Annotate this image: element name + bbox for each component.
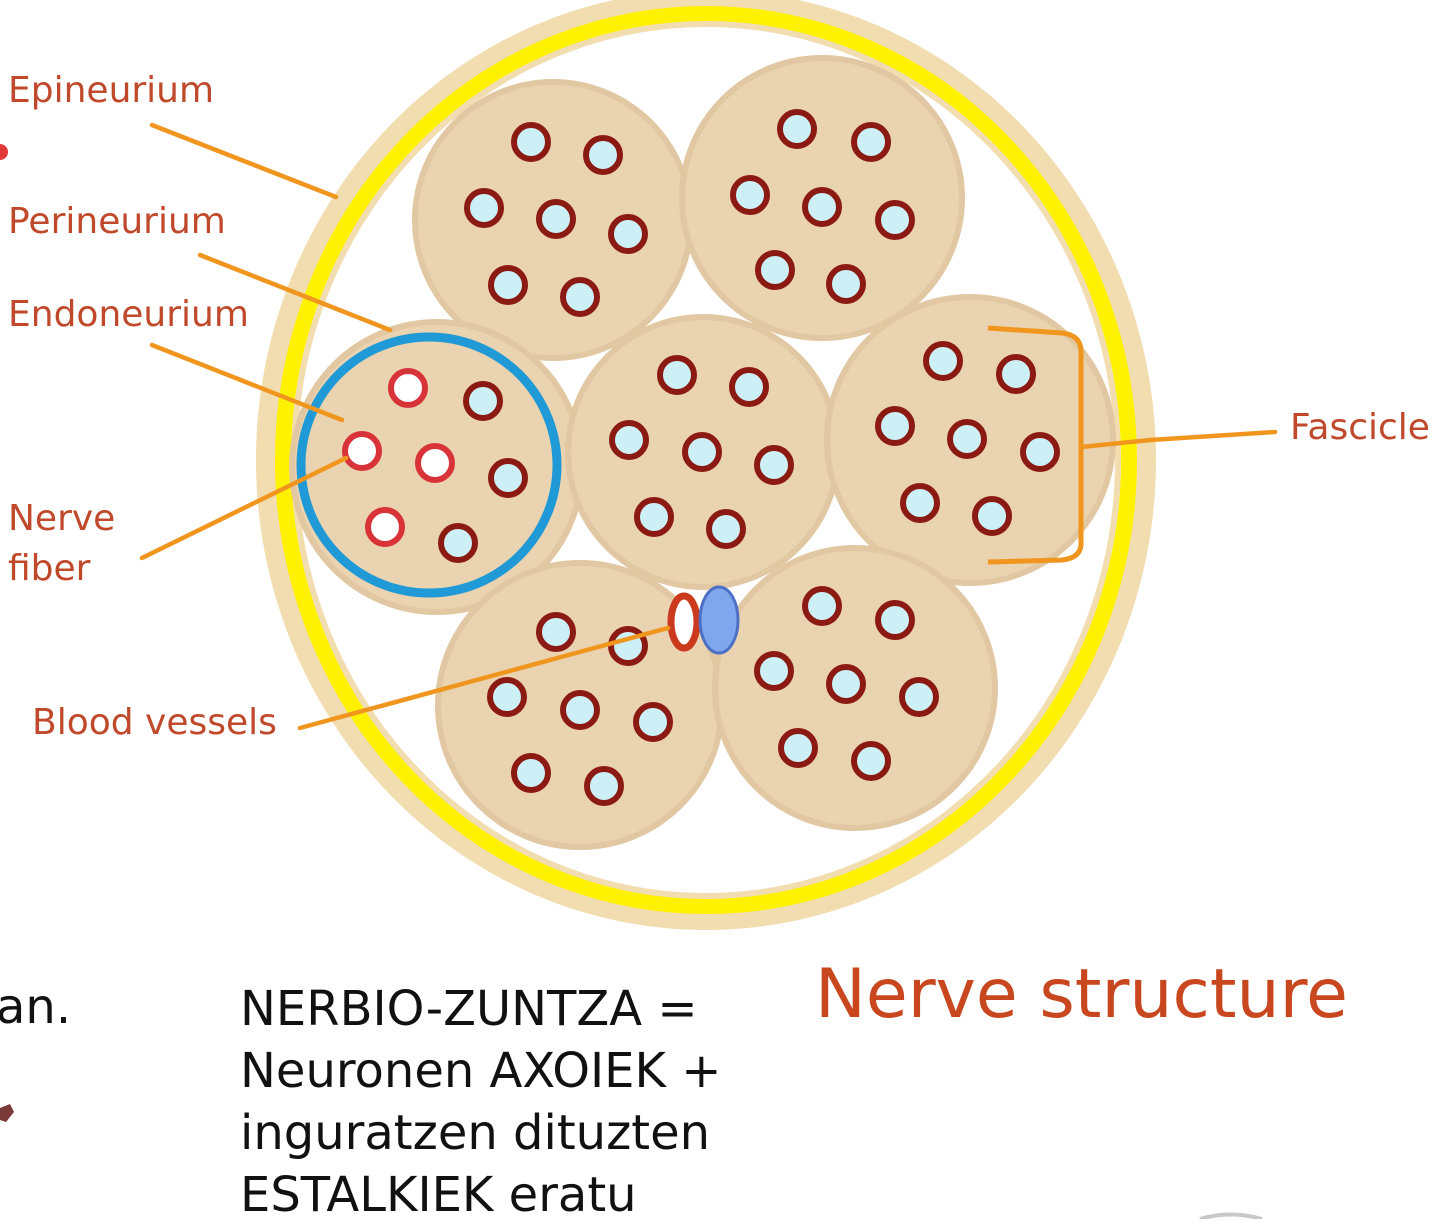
nerve-fiber [754,445,794,485]
edge-dot-decoration [0,144,8,160]
nerve-fiber [1020,432,1060,472]
cropped-glyph-decoration [1199,1212,1263,1219]
nerve-fibers-group [342,109,1060,806]
nerve-fiber [464,188,504,228]
blood-vessels-label: Blood vessels [32,702,277,743]
nerve-fiber [826,264,866,304]
endoneurium-label: Endoneurium [8,294,249,335]
nerve-fiber [996,354,1036,394]
nerve-fiber-leader-line [139,455,349,561]
nerve-fiber [923,341,963,381]
nerve-fiber [634,497,674,537]
nerve-fiber [608,214,648,254]
nerve-fiber [609,420,649,460]
nerve-fiber [365,507,405,547]
vein [698,585,740,655]
cropped-left-text: an. [0,979,72,1035]
nerve-fiber [536,199,576,239]
nerve-fiber [778,728,818,768]
nerve-fiber [875,200,915,240]
nerve-fiber [388,368,428,408]
perineurium-highlight-ring [296,332,562,598]
nerve-fiber [511,753,551,793]
nerve-fiber [633,702,673,742]
artery [667,592,701,652]
nerve-fiber [851,122,891,162]
nerve-fiber [777,109,817,149]
nerve-fiber [583,135,623,175]
nerve-fiber [900,483,940,523]
diagram-title: Nerve structure [815,955,1348,1034]
caption-line-1: NERBIO-ZUNTZA = [240,981,698,1037]
fascicle-label: Fascicle [1290,407,1430,448]
nerve-fiber [487,677,527,717]
nerve-fiber [899,677,939,717]
nerve-fiber [560,690,600,730]
nerve-fiber [730,175,770,215]
nerve-fiber [511,122,551,162]
nerve-fiber [415,443,455,483]
nerve-fiber [802,187,842,227]
blood-vessels-leader-line [297,625,671,731]
caption-line-2: Neuronen AXOIEK + [240,1043,722,1099]
edge-mark-decoration [0,1104,14,1122]
perineurium-leader-line [197,252,393,333]
perineurium-label: Perineurium [8,201,226,242]
endoneurium-leader-line [149,342,345,423]
nerve-fiber [706,509,746,549]
nerve-fiber [802,586,842,626]
nerve-fiber-label-line2: fiber [8,548,91,589]
epineurium-leader-line [149,122,339,200]
nerve-fiber [972,496,1012,536]
nerve-fiber [826,664,866,704]
nerve-fiber [342,431,382,471]
nerve-fiber [755,250,795,290]
nerve-fiber [754,651,794,691]
nerve-fiber [657,355,697,395]
nerve-fiber [560,277,600,317]
nerve-fiber [851,741,891,781]
nerve-fiber-label-line1: Nerve [8,498,116,539]
nerve-fiber [875,406,915,446]
nerve-fiber [729,367,769,407]
nerve-fiber [463,381,503,421]
epineurium-label: Epineurium [8,70,215,111]
caption-line-4: ESTALKIEK eratu [240,1167,637,1223]
nerve-fiber [438,523,478,563]
nerve-fiber [536,612,576,652]
nerve-fiber [875,600,915,640]
caption-line-3: inguratzen dituzten [240,1105,711,1161]
fascicle-leader-line [1078,429,1278,450]
nerve-fiber [947,419,987,459]
nerve-fiber [488,458,528,498]
nerve-fiber [488,265,528,305]
nerve-fiber [584,766,624,806]
nerve-fiber [682,432,722,472]
